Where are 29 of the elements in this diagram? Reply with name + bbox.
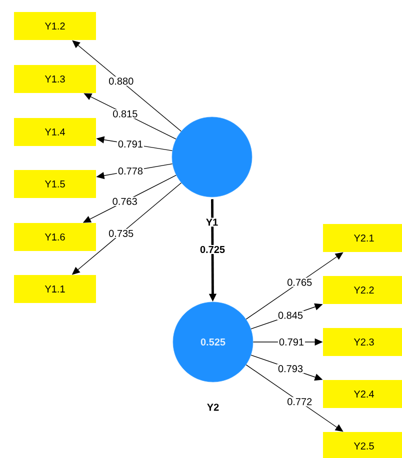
- indicator-box: Y1.4: [14, 118, 96, 146]
- indicator-box: Y2.3: [323, 328, 402, 356]
- indicator-box: Y1.2: [14, 12, 96, 40]
- edge-label: 0.772: [286, 397, 314, 406]
- edge-label: 0.765: [286, 278, 314, 287]
- construct-circle: [172, 116, 252, 198]
- edge-label: 0.778: [116, 166, 144, 176]
- arrow: [246, 252, 344, 320]
- edge-label: 0.725: [199, 244, 226, 254]
- indicator-box: Y2.4: [323, 380, 402, 408]
- edge-label: 0.791: [116, 139, 144, 149]
- construct-name: Y1: [204, 218, 220, 227]
- indicator-box: Y1.1: [14, 275, 96, 303]
- indicator-box: Y2.5: [323, 432, 402, 458]
- indicator-box: Y2.2: [323, 276, 402, 304]
- edge-label: 0.793: [276, 364, 304, 374]
- edge-label: 0.845: [276, 310, 304, 320]
- arrow: [72, 40, 182, 132]
- indicator-box: Y2.1: [323, 224, 402, 252]
- edge-label: 0.763: [111, 196, 138, 206]
- construct-name: Y2: [206, 402, 220, 412]
- indicator-box: Y1.6: [14, 223, 96, 251]
- edge-label: 0.735: [108, 228, 135, 238]
- edge-label: 0.791: [278, 337, 305, 347]
- indicator-box: Y1.3: [14, 65, 96, 93]
- edge-label: 0.880: [108, 76, 135, 86]
- indicator-box: Y1.5: [14, 170, 96, 198]
- arrow: [246, 364, 344, 432]
- edge-label: 0.815: [112, 109, 139, 118]
